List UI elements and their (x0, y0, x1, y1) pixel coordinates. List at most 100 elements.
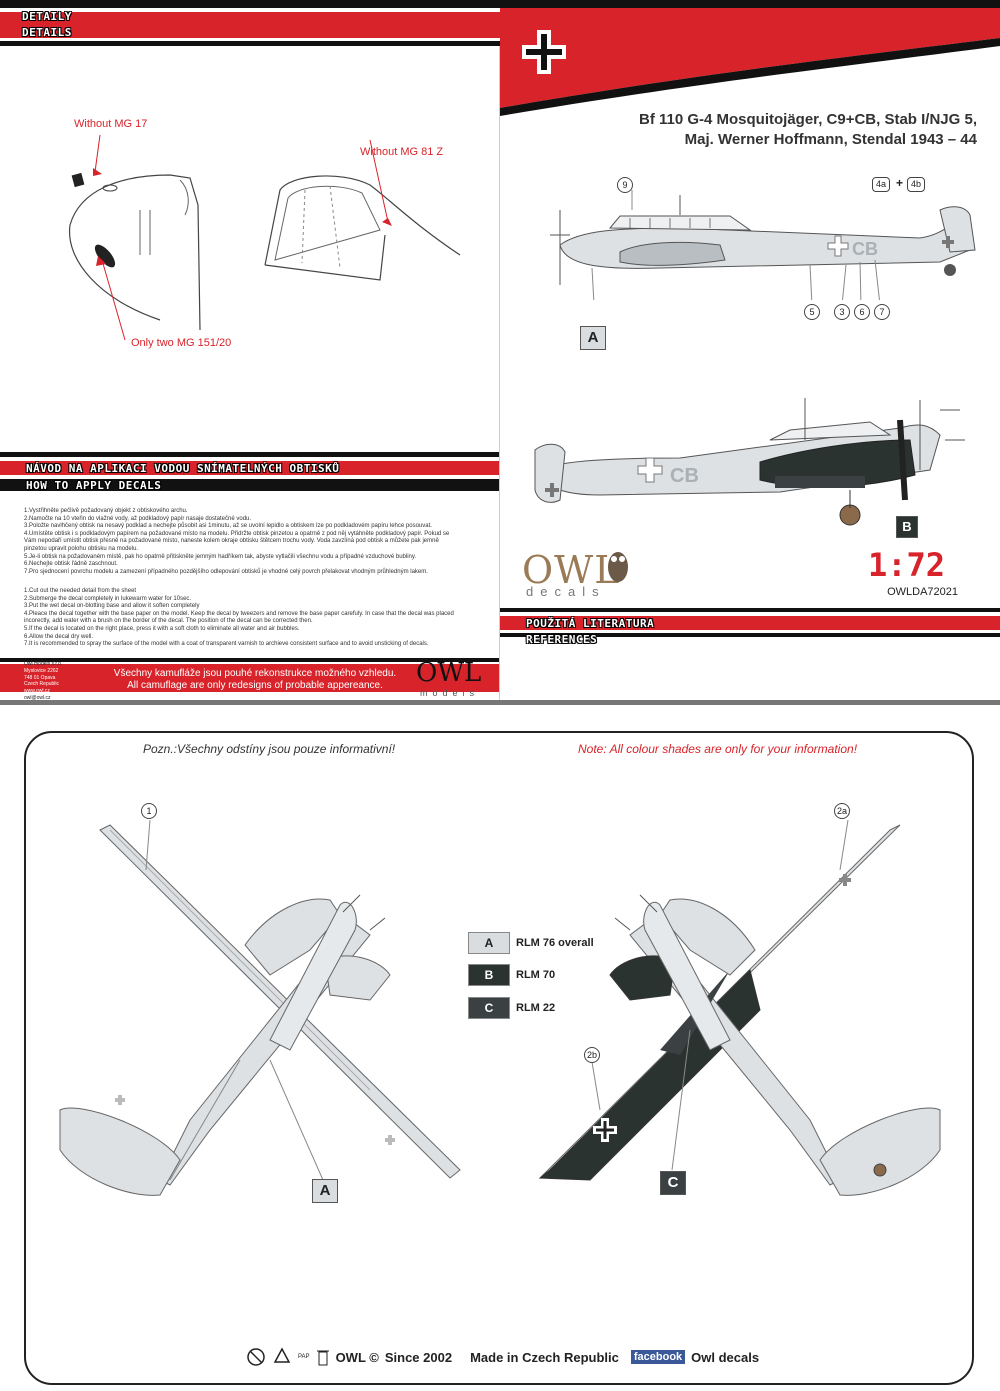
company-address-line: www.owl.cz (24, 688, 50, 695)
paint-letter-c-plan: C (660, 1171, 686, 1195)
step-en: 4.Pleace the decal together with the bas… (24, 610, 454, 617)
step-en: 1.Cut out the needed detail from the she… (24, 588, 137, 594)
disclaimer-cz: Všechny kamufláže jsou pouhé rekonstrukc… (113, 668, 397, 679)
footer-owl: OWL © (335, 1349, 379, 1365)
note-en: Note: All colour shades are only for you… (578, 742, 858, 756)
step-cz: 3.Položte navlhčený obtisk na nesavý pod… (24, 523, 432, 530)
owl-models-logo: OWL (416, 658, 482, 688)
footer: PAP OWL © Since 2002 Made in Czech Repub… (246, 1347, 759, 1367)
instructions-bottom-bar (0, 700, 500, 705)
legend-label-b: RLM 70 (516, 969, 556, 981)
company-address-line: owl@owl.cz (24, 694, 51, 701)
marking-2b: 2b (584, 1047, 600, 1063)
marking-7: 7 (874, 304, 890, 320)
step-cz: 1.Vystřihněte pečlivě požadovaný objekt … (24, 508, 188, 514)
references-red-band (500, 616, 1000, 630)
step-en: 3.Put the wet decal on-blotting base and… (24, 603, 200, 610)
company-top-stripe (0, 658, 500, 662)
legend-swatch-b: B (468, 964, 510, 986)
references-top-stripe (500, 608, 1000, 612)
marking-plus: + (896, 176, 904, 190)
trash-bin-icon (316, 1350, 329, 1366)
step-cz: Vám nepodaří umístit obtisk přesně na po… (24, 538, 439, 545)
facebook-page[interactable]: Owl decals (691, 1349, 760, 1365)
top-black-bar-right (500, 0, 1000, 8)
details-title-en: DETAILS (22, 26, 72, 39)
marking-5: 5 (804, 304, 820, 320)
references-title-cz: POUŽITÁ LITERATURA (526, 617, 655, 630)
callout-without-mg17: Without MG 17 (74, 118, 148, 130)
company-name: Owl models s.r.o. (24, 661, 63, 667)
marking-9: 9 (617, 177, 633, 193)
plan-top-view (59, 819, 461, 1196)
company-address-line: 748 01 Opava (24, 674, 56, 681)
marking-1: 1 (141, 803, 157, 819)
instructions-title-en: HOW TO APPLY DECALS (26, 479, 162, 492)
step-en: 5.If the decal is located on the right p… (24, 625, 300, 632)
references-title-en: REFERENCES (526, 633, 598, 646)
instructions-red-band (0, 461, 500, 475)
callout-only-two-mg151: Only two MG 151/20 (131, 337, 232, 349)
side-view-top: CB (550, 190, 976, 300)
owl-decals-logo: OWL (522, 548, 621, 592)
side-view-bottom: CB (534, 398, 965, 526)
marking-4a: 4a (872, 177, 891, 192)
side-code-cb-2: CB (670, 465, 699, 487)
step-cz: 2.Namočte na 10 vteřin do vlažné vody, a… (24, 515, 252, 522)
aircraft-title-line1: Bf 110 G-4 Mosquitojäger, C9+CB, Stab I/… (638, 111, 977, 128)
references-black-stripe (500, 633, 1000, 637)
footer-since: Since 2002 (384, 1349, 453, 1365)
step-cz: 5.Je-li obtisk na požadovaném místě, pak… (24, 553, 417, 560)
step-en: 7.It is recommended to spray the surface… (24, 641, 429, 648)
plan-frame (24, 731, 974, 1385)
recycle-icon (273, 1347, 291, 1363)
side-code-cb: CB (852, 239, 878, 259)
details-drawings (68, 134, 461, 341)
marking-3: 3 (834, 304, 850, 320)
paint-letter-b-side: B (896, 516, 918, 538)
facebook-badge[interactable]: facebook (630, 1350, 686, 1364)
recycle-code: PAP (298, 1354, 310, 1360)
details-title-cz: DETAILY (22, 10, 72, 23)
scale-label: 1:72 (867, 546, 945, 584)
step-en: incorectly, add water with a brush on th… (24, 618, 313, 625)
marking-4b: 4b (907, 177, 926, 192)
top-black-bar-left (0, 0, 500, 8)
instructions-steps-cz: 1.Vystřihněte pečlivě požadovaný objekt … (24, 508, 449, 576)
instructions-title-cz: NÁVOD NA APLIKACI VODOU SNÍMATELNÝCH OBT… (26, 462, 340, 475)
owl-bird-icon (608, 552, 628, 582)
marking-2a: 2a (834, 803, 850, 819)
paint-letter-a-plan: A (312, 1179, 338, 1203)
note-cz: Pozn.:Všechny odstíny jsou pouze informa… (143, 742, 396, 756)
disclaimer-en: All camuflage are only redesigns of prob… (127, 680, 383, 691)
marking-6: 6 (854, 304, 870, 320)
paint-letter-a-side: A (580, 326, 606, 350)
company-address-line: Myslovice 2262 (24, 667, 59, 674)
profile-header-swoosh (500, 8, 1000, 116)
camouflage-disclaimer: Všechny kamufláže jsou pouhé rekonstrukc… (100, 668, 410, 692)
product-code: OWLDA72021 (887, 586, 958, 598)
step-en: 2.Submerge the decal completely in lukew… (24, 595, 192, 602)
company-address: Owl models s.r.o. Myslovice 2262 748 01 … (24, 661, 62, 702)
step-cz: 7.Pro sjednocení povrchu modelu a zameze… (24, 568, 428, 575)
plan-bottom-view (538, 819, 941, 1196)
legend-row-c: C RLM 22 (468, 997, 555, 1019)
step-cz: 4.Umístěte obtisk i s podkladovým papíre… (24, 530, 450, 537)
legend-swatch-a: A (468, 932, 510, 954)
callout-without-mg81z: Without MG 81 Z (360, 146, 444, 158)
no-children-icon (247, 1348, 265, 1366)
legend-row-b: B RLM 70 (468, 964, 555, 986)
step-cz: pinzetou upravit polohu obtisku na model… (24, 545, 139, 552)
legend-label-a: RLM 76 overall (516, 937, 594, 949)
footer-made-in: Made in Czech Republic (470, 1349, 619, 1365)
owl-models-sub: models (420, 688, 480, 698)
instructions-top-stripe (0, 452, 500, 457)
company-red-band (0, 664, 500, 692)
step-cz: 6.Nechejte obtisk řádně zaschnout. (24, 561, 118, 568)
references-bottom-bar (500, 700, 1000, 705)
details-red-band (0, 12, 500, 38)
company-address-line: Czech Republic (24, 681, 60, 688)
instructions-steps-en: 1.Cut out the needed detail from the she… (24, 588, 454, 649)
details-black-stripe (0, 41, 500, 46)
step-en: 6.Allow the decal dry well. (24, 633, 94, 640)
